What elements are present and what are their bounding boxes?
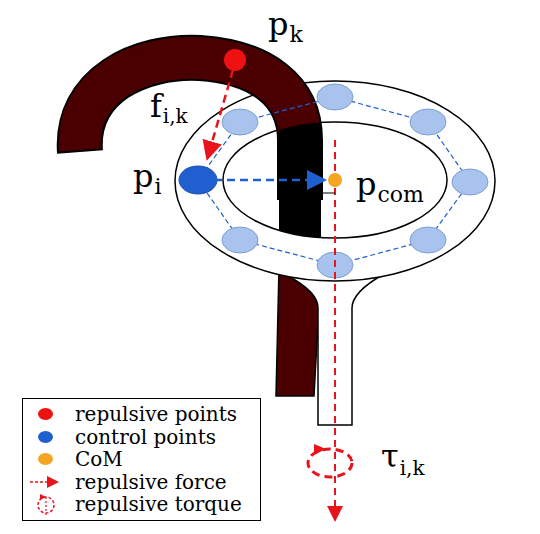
legend-force-sample bbox=[30, 481, 56, 483]
point-subscript: i bbox=[154, 176, 161, 198]
legend-text: repulsive torque bbox=[75, 492, 242, 516]
legend-torque-axis bbox=[45, 497, 46, 517]
control-point bbox=[222, 109, 258, 135]
repulsive-point bbox=[224, 49, 246, 71]
legend-row: CoM bbox=[75, 448, 252, 471]
legend-swatch bbox=[38, 453, 53, 465]
legend-torque-head bbox=[40, 494, 46, 500]
com-label: p bbox=[356, 168, 376, 200]
force-label: f bbox=[150, 90, 162, 122]
hook-arch bbox=[80, 58, 300, 200]
control-point bbox=[222, 227, 258, 253]
point-label: p bbox=[268, 8, 288, 40]
legend-swatch bbox=[38, 408, 53, 420]
torque-arrowhead bbox=[314, 444, 326, 455]
control-point bbox=[452, 169, 488, 195]
control-point bbox=[410, 227, 446, 253]
control-point-i bbox=[179, 166, 217, 194]
legend-text: CoM bbox=[75, 447, 123, 471]
point-label: p bbox=[133, 160, 153, 192]
com-subscript: com bbox=[377, 184, 423, 206]
legend-swatch bbox=[38, 431, 53, 443]
hook-outline bbox=[80, 58, 300, 200]
torque-label: τ bbox=[381, 440, 399, 472]
point-subscript: k bbox=[289, 24, 302, 46]
force-subscript: i,k bbox=[163, 106, 188, 126]
legend-text: repulsive force bbox=[75, 470, 227, 494]
legend-row: repulsive torque bbox=[75, 493, 252, 516]
legend-row: repulsive points bbox=[75, 403, 252, 426]
legend-row: repulsive force bbox=[75, 471, 252, 494]
repulsive-force bbox=[208, 70, 233, 156]
legend-text: control points bbox=[75, 425, 216, 449]
torque-axis bbox=[334, 140, 336, 518]
legend-row: control points bbox=[75, 426, 252, 449]
com-point bbox=[328, 173, 342, 187]
legend-text: repulsive points bbox=[75, 402, 237, 426]
lever-arm bbox=[214, 179, 322, 182]
legend-box: repulsive pointscontrol pointsCoMrepulsi… bbox=[22, 398, 261, 521]
control-point bbox=[410, 109, 446, 135]
torque-subscript: i,k bbox=[400, 458, 425, 478]
control-point bbox=[317, 84, 353, 110]
